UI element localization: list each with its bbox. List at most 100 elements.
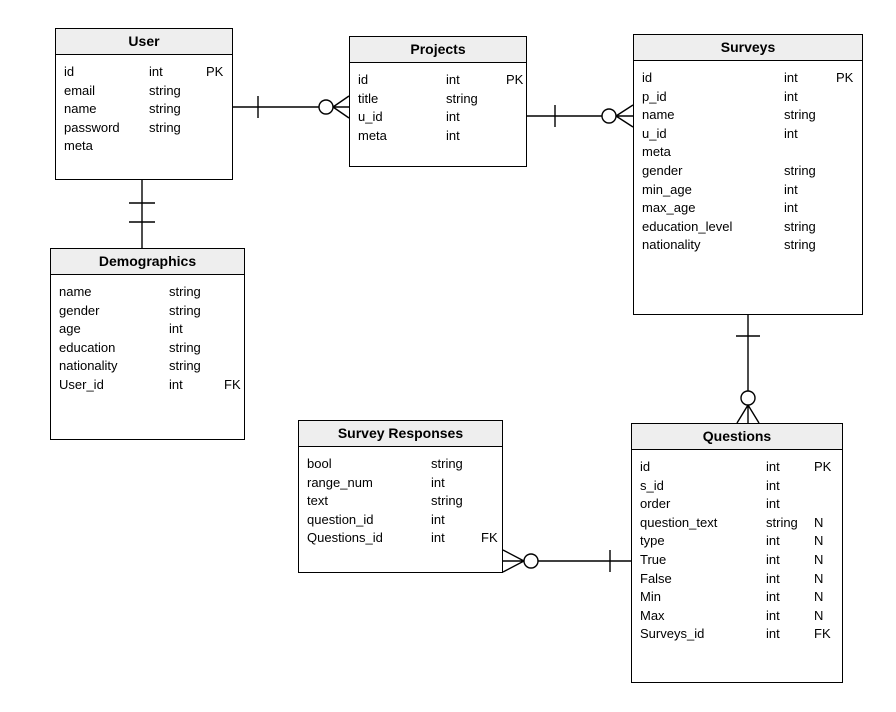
field-name: question_text — [640, 514, 718, 530]
field-type: string — [149, 119, 181, 135]
field-name: name — [59, 284, 92, 299]
field-name: id — [358, 72, 369, 87]
field-key — [814, 495, 842, 514]
field-type: string — [169, 302, 201, 318]
field-key — [836, 88, 862, 107]
field-type — [784, 143, 836, 162]
entity-field-row: text string — [307, 492, 502, 511]
field-key — [836, 143, 862, 162]
field-type: int — [149, 64, 163, 79]
field-name: title — [358, 90, 379, 106]
field-name: name — [64, 101, 97, 117]
entity-title: Survey Responses — [299, 421, 502, 447]
field-type: string — [431, 493, 463, 509]
field-type: int — [431, 511, 445, 527]
field-key: PK — [814, 459, 832, 474]
crow-foot — [502, 549, 525, 573]
field-name: Questions_id — [307, 530, 383, 546]
field-name: range_num — [307, 474, 373, 490]
field-name: education — [59, 339, 116, 355]
field-type: string — [149, 82, 181, 98]
field-key: FK — [814, 626, 831, 642]
relationship-user-demographics — [129, 180, 155, 248]
field-name: gender — [642, 162, 683, 178]
field-key — [224, 302, 244, 321]
relationship-projects-surveys — [527, 104, 634, 128]
entity-title: Projects — [350, 37, 526, 63]
field-key: PK — [506, 72, 524, 87]
field-name: id — [642, 70, 653, 85]
field-type: int — [446, 109, 460, 125]
field-type: int — [446, 72, 460, 87]
field-name: meta — [64, 138, 93, 154]
relationship-questions-survey-responses — [502, 549, 631, 573]
field-key — [836, 236, 862, 255]
field-key — [836, 106, 862, 125]
field-key — [224, 283, 244, 302]
field-type: string — [431, 456, 463, 471]
field-key — [224, 320, 244, 339]
field-key: PK — [836, 70, 854, 85]
field-name: order — [640, 496, 671, 512]
field-type: int — [784, 125, 798, 141]
field-type: string — [766, 514, 798, 530]
field-type — [149, 137, 206, 156]
field-key — [836, 125, 862, 144]
field-type: string — [784, 218, 816, 234]
entity-field-row: meta — [64, 137, 232, 156]
field-name: question_id — [307, 511, 374, 527]
field-type: int — [784, 88, 798, 104]
field-name: name — [642, 107, 675, 123]
field-key — [506, 127, 526, 146]
field-type: string — [784, 237, 816, 253]
field-key: PK — [206, 64, 224, 79]
field-type: int — [766, 570, 780, 586]
field-key — [481, 511, 502, 530]
field-name: Max — [640, 607, 665, 623]
field-key — [224, 357, 244, 376]
field-key — [814, 477, 842, 496]
field-key — [506, 90, 526, 109]
entity-field-row: id int PK — [358, 71, 526, 90]
field-key: N — [814, 533, 824, 549]
field-type: int — [766, 496, 780, 512]
field-type: int — [766, 551, 780, 567]
field-name: text — [307, 493, 328, 509]
field-key — [481, 474, 502, 493]
field-name: nationality — [59, 358, 118, 374]
field-key — [206, 119, 232, 138]
field-name: p_id — [642, 88, 667, 104]
field-name: age — [59, 321, 81, 337]
entity-field-row: u_id int — [642, 125, 862, 144]
field-key — [506, 108, 526, 127]
field-key — [481, 455, 502, 474]
field-name: min_age — [642, 181, 692, 197]
relationship-user-projects — [233, 95, 350, 119]
field-type: int — [766, 607, 780, 623]
field-name: User_id — [59, 376, 104, 392]
field-name: u_id — [642, 125, 667, 141]
